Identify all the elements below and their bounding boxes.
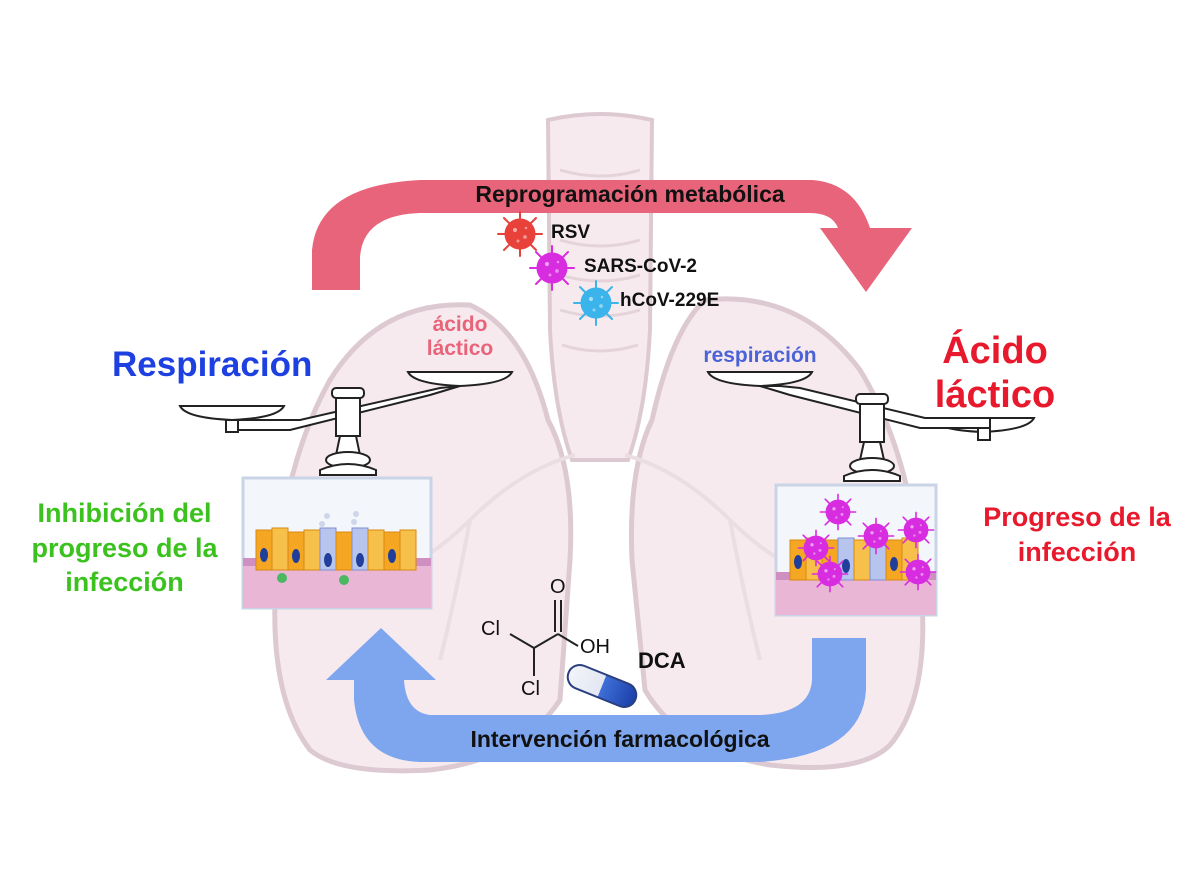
bottom-arrow (326, 628, 866, 762)
virus-label-sars: SARS-CoV-2 (584, 256, 697, 277)
virus-icon (797, 529, 835, 567)
left-respiracion-label: Respiración (112, 345, 313, 384)
top-arrow-shape (312, 180, 912, 292)
left-pan-label: ácido láctico (408, 313, 512, 361)
right-acido-line2: láctico (934, 373, 1056, 416)
dca-label: DCA (638, 648, 686, 673)
dca-atom-cl1: Cl (481, 618, 500, 640)
virus-icon (899, 553, 937, 591)
left-pan-label-line2: láctico (426, 337, 494, 361)
right-outcome-line2: infección (1017, 536, 1137, 567)
left-cell-well (241, 476, 433, 610)
virus-icon (857, 517, 895, 555)
right-pan-label: respiración (703, 344, 817, 367)
virus-icon (819, 493, 857, 531)
left-outcome-label: Inhibición del progreso de la infección (12, 496, 237, 600)
left-pan-label-line1: ácido (432, 313, 488, 336)
virus-label-rsv: RSV (551, 222, 591, 243)
virus-icon (529, 245, 575, 291)
virus-icon (573, 280, 619, 326)
right-acido-label: Ácido láctico (920, 330, 1070, 417)
right-acido-line1: Ácido (942, 330, 1048, 372)
dca-atom-o: O (550, 576, 566, 598)
right-outcome-label: Progreso de la infección (962, 500, 1192, 569)
left-outcome-line1: Inhibición del (37, 498, 212, 528)
top-arrow-label: Reprogramación metabólica (475, 181, 785, 207)
trachea (545, 112, 655, 462)
dca-atom-oh: OH (580, 636, 610, 658)
right-outcome-line1: Progreso de la (983, 502, 1171, 532)
left-outcome-line2: progreso de la (31, 532, 218, 563)
virus-icon (897, 511, 935, 549)
virus-icon (811, 555, 849, 593)
virus-icon (497, 211, 543, 257)
left-outcome-line3: infección (65, 567, 184, 598)
dca-structure (509, 600, 579, 676)
dca-atom-cl2: Cl (521, 678, 540, 700)
epithelial-cells (255, 511, 417, 585)
capsule-icon (566, 664, 638, 708)
right-scale (706, 371, 1036, 482)
bottom-arrow-label: Intervención farmacológica (470, 726, 770, 752)
virus-label-hcov: hCoV-229E (620, 290, 720, 311)
left-scale (178, 371, 514, 476)
bottom-arrow-shape (326, 628, 866, 762)
right-cell-well (774, 483, 938, 617)
top-arrow (312, 180, 912, 292)
